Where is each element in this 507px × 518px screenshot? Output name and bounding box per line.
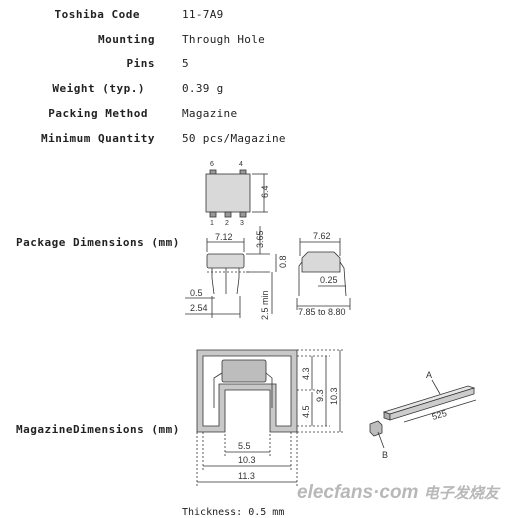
spec-label-toshiba-code: Toshiba Code bbox=[54, 8, 140, 21]
spec-label-minimum-quantity: Minimum Quantity bbox=[41, 132, 155, 145]
callout-b-leader bbox=[377, 431, 385, 449]
watermark-cn: 电子发烧友 bbox=[423, 485, 499, 502]
callout-a-leader bbox=[431, 379, 441, 395]
length-dim-line bbox=[403, 399, 477, 423]
pin-label-2: 2 bbox=[225, 220, 229, 227]
spec-label-weight: Weight (typ.) bbox=[52, 82, 145, 95]
mag-dim-10-3-height: 10.3 bbox=[329, 387, 339, 405]
dim-side-width-7-62: 7.62 bbox=[313, 231, 331, 241]
package-in-magazine bbox=[221, 359, 267, 383]
spec-label-pins: Pins bbox=[126, 57, 155, 70]
dim-body-height-3-65: 3.65 bbox=[255, 230, 265, 248]
watermark-brand: elecfans·com bbox=[297, 482, 419, 503]
magazine-top-face bbox=[382, 385, 476, 415]
pin-label-1: 1 bbox=[210, 220, 214, 227]
dim-lead-thickness-0-25: 0.25 bbox=[320, 275, 338, 285]
spec-value-pins: 5 bbox=[182, 57, 189, 70]
lead-3 bbox=[236, 268, 240, 295]
watermark-logo: elecfans·com 电子发烧友 bbox=[297, 482, 499, 504]
spec-value-minimum-quantity: 50 pcs/Magazine bbox=[182, 132, 286, 145]
dim-lead-gap-0-8: 0.8 bbox=[278, 255, 288, 268]
magazine-lead-left bbox=[213, 372, 223, 408]
spec-value-mounting: Through Hole bbox=[182, 33, 266, 46]
thickness-note: Thickness: 0.5 mm bbox=[182, 507, 285, 518]
mag-dim-10-3-width: 10.3 bbox=[238, 455, 256, 465]
magazine-isometric: A 525 B bbox=[369, 370, 477, 460]
callout-a: A bbox=[426, 370, 432, 380]
dim-height-6-4: 6.4 bbox=[260, 185, 270, 198]
side-lead-left bbox=[298, 261, 303, 296]
spec-label-packing-method: Packing Method bbox=[48, 107, 148, 120]
mag-dim-11-3: 11.3 bbox=[238, 471, 255, 481]
spec-value-toshiba-code: 11-7A9 bbox=[182, 8, 224, 21]
pin-bottom-3 bbox=[239, 211, 247, 218]
spec-value-weight: 0.39 g bbox=[182, 82, 224, 95]
mag-dim-9-3: 9.3 bbox=[315, 389, 325, 402]
package-body-top bbox=[205, 173, 251, 213]
pin-bottom-2 bbox=[224, 211, 232, 218]
mag-dim-4-3: 4.3 bbox=[301, 367, 311, 380]
dim-pitch-2-54: 2.54 bbox=[190, 303, 208, 313]
callout-b: B bbox=[382, 450, 388, 460]
mag-dim-5-5: 5.5 bbox=[238, 441, 251, 451]
package-front-view: 7.12 3.65 0.8 2.5 min 0.5 2.54 bbox=[185, 226, 288, 320]
pin-label-3: 3 bbox=[240, 220, 244, 227]
package-side-view: 7.62 0.25 7.85 to 8.80 bbox=[296, 231, 351, 317]
spec-label-mounting: Mounting bbox=[98, 33, 155, 46]
side-lead-right bbox=[339, 261, 347, 297]
pin-bottom-1 bbox=[209, 211, 217, 218]
spec-value-packing-method: Magazine bbox=[182, 107, 238, 120]
package-body-front bbox=[206, 253, 245, 269]
mag-dim-4-5: 4.5 bbox=[301, 405, 311, 418]
package-body-side bbox=[301, 251, 341, 273]
package-top-view: 6 4 1 2 3 6.4 bbox=[205, 161, 270, 227]
magazine-cross-section: 4.3 4.5 9.3 10.3 5.5 10.3 11.3 bbox=[196, 349, 345, 486]
dim-span-7-85-to-8-80: 7.85 to 8.80 bbox=[298, 307, 346, 317]
magazine-dimensions-label: MagazineDimensions (mm) bbox=[16, 423, 180, 436]
iso-length-525: 525 bbox=[431, 408, 448, 422]
dim-lead-length-2-5min: 2.5 min bbox=[260, 290, 270, 320]
pin-label-4: 4 bbox=[239, 161, 243, 168]
pin-label-6: 6 bbox=[210, 161, 214, 168]
magazine-side-face bbox=[389, 387, 475, 421]
dim-pin-width-0-5: 0.5 bbox=[190, 288, 203, 298]
dim-width-7-12: 7.12 bbox=[215, 232, 233, 242]
lead-1 bbox=[211, 268, 215, 295]
magazine-lead-right bbox=[265, 372, 273, 408]
stopper bbox=[369, 420, 383, 437]
package-dimensions-label: Package Dimensions (mm) bbox=[16, 236, 180, 249]
